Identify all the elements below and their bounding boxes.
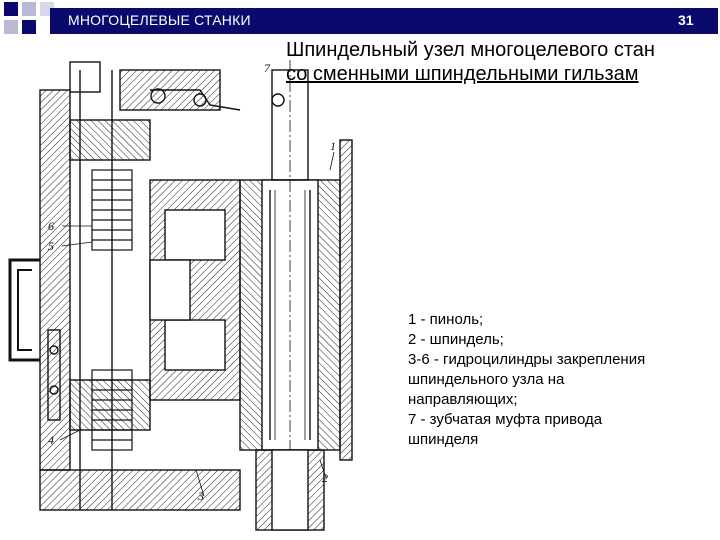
caption-line-2: 2 - шпиндель;: [408, 331, 504, 348]
header-bar: [50, 8, 718, 34]
label-6: 6: [48, 219, 54, 233]
corner-squares-decoration: [4, 2, 54, 34]
slide-title-line-2: со сменными шпиндельными гильзам: [286, 63, 639, 85]
header-title: МНОГОЦЕЛЕВЫЕ СТАНКИ: [68, 12, 251, 28]
label-4: 4: [48, 433, 54, 447]
slide-title-line-1: Шпиндельный узел многоцелевого стан: [286, 39, 655, 61]
caption-line-4: шпиндельного узла на: [408, 371, 565, 388]
caption-line-1: 1 - пиноль;: [408, 311, 484, 328]
caption-line-3: 3-6 - гидроцилиндры закрепления: [408, 351, 646, 368]
spindle-unit-drawing: 1 2 3 4 5 6 7: [8, 60, 353, 531]
parts-caption: 1 - пиноль; 2 - шпиндель; 3-6 - гидроцил…: [408, 310, 708, 450]
label-3: 3: [197, 489, 204, 503]
label-1: 1: [330, 139, 336, 153]
page-number: 31: [678, 12, 694, 28]
caption-line-6: 7 - зубчатая муфта привода: [408, 411, 603, 428]
caption-line-7: шпинделя: [408, 431, 479, 448]
label-5: 5: [48, 239, 54, 253]
caption-line-5: направляющих;: [408, 391, 518, 408]
label-2: 2: [322, 471, 328, 485]
slide-title: Шпиндельный узел многоцелевого стан со с…: [286, 38, 720, 86]
label-7: 7: [264, 61, 271, 75]
